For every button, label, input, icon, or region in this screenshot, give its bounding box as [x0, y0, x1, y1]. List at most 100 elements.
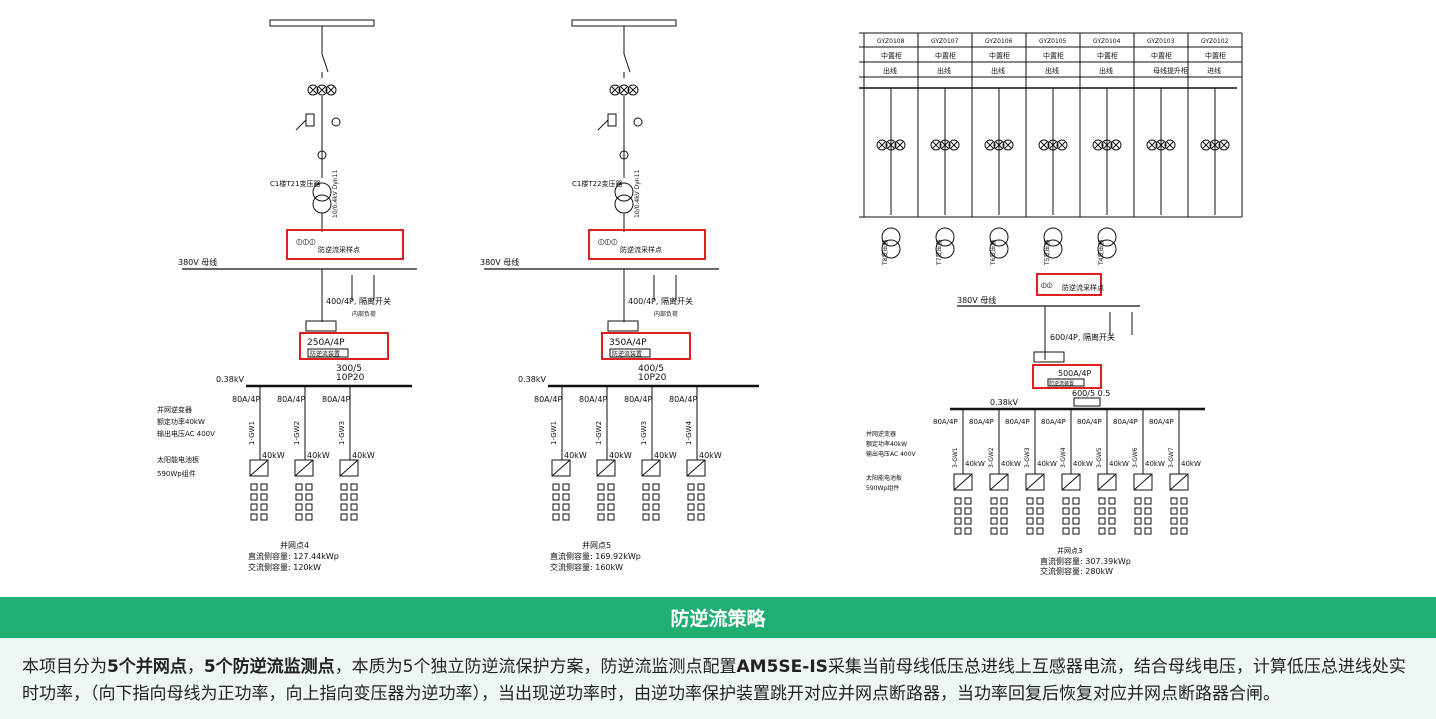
pv-module	[1036, 507, 1044, 515]
strategy-description: 本项目分为5个并网点，5个防逆流监测点，本质为5个独立防逆流保护方案，防逆流监测…	[0, 638, 1436, 719]
switch-label: 600/4P, 隔离开关	[1050, 332, 1115, 342]
cabinet-use: 出线	[1099, 66, 1113, 75]
ct-cross	[1049, 141, 1057, 149]
inverter-kw: 40kW	[352, 451, 375, 460]
pv-module	[250, 513, 258, 521]
pv-module	[1036, 517, 1044, 525]
feeder-breaker-label: 80A/4P	[1077, 418, 1102, 426]
wire	[295, 119, 307, 131]
ct-ratio: 600/5 0.5	[1072, 389, 1110, 398]
wire	[597, 119, 609, 131]
grid-point-name: 并网点5	[582, 540, 611, 550]
feeder-breaker-label: 80A/4P	[1149, 418, 1174, 426]
pv-module	[350, 503, 358, 511]
desc-text: 本项目分为	[22, 657, 107, 677]
pv-module	[954, 517, 962, 525]
strategy-banner: 防逆流策略	[0, 597, 1436, 638]
feeder-id: 1-GW4	[685, 420, 693, 445]
switch-blade	[321, 53, 329, 73]
ct-cross	[1094, 141, 1102, 149]
pv-module	[1180, 497, 1188, 505]
ct-symbol	[1101, 139, 1113, 151]
sample-point-box	[588, 229, 706, 260]
arrester	[305, 113, 315, 127]
ct-cross	[1211, 141, 1219, 149]
pv-module	[607, 493, 615, 501]
inverter-diag	[1169, 473, 1189, 491]
feeder-id: 1-GW2	[293, 421, 301, 445]
inverter-kw: 40kW	[1145, 460, 1165, 468]
ct-cross	[932, 141, 940, 149]
pv-module	[1026, 507, 1034, 515]
inverter-kw: 40kW	[262, 451, 285, 460]
transformer-winding	[1043, 227, 1063, 247]
pv-module	[954, 507, 962, 515]
inverter-diag	[1133, 473, 1153, 491]
pv-module	[1098, 497, 1106, 505]
cabinet-type: 中置柜	[1205, 51, 1226, 60]
pv-module	[562, 513, 570, 521]
ct-cross	[318, 86, 326, 94]
transformer-winding	[989, 239, 1009, 259]
ct-cross	[309, 86, 317, 94]
inverter-symbol	[1061, 473, 1081, 491]
pv-module	[597, 483, 605, 491]
pv-module	[607, 503, 615, 511]
pv-module	[1026, 497, 1034, 505]
inverter-diag	[596, 459, 616, 477]
protect-device-label: 防逆流装置	[1049, 380, 1074, 387]
pv-module	[250, 493, 258, 501]
pv-module	[1108, 517, 1116, 525]
transformer-winding	[1043, 239, 1063, 259]
cabinet-use: 出线	[937, 66, 951, 75]
ct-cross	[327, 86, 335, 94]
cabinet-id: GYZ0104	[1093, 38, 1121, 45]
transformer-winding	[614, 194, 634, 214]
legend-text: 太阳能电池板	[157, 455, 199, 464]
ct-class: 10P20	[336, 373, 365, 383]
pv-module	[1072, 527, 1080, 535]
cabinet-use: 进线	[1207, 66, 1221, 75]
ct-symbol	[317, 150, 327, 160]
pv-module	[697, 513, 705, 521]
pv-module	[260, 513, 268, 521]
pv-module	[1170, 497, 1178, 505]
pv-module	[964, 507, 972, 515]
ct-cross	[878, 141, 886, 149]
pv-module	[295, 483, 303, 491]
ct-symbol	[885, 139, 897, 151]
pv-module	[1134, 527, 1142, 535]
pv-module	[964, 527, 972, 535]
ct-ratio: 300/5	[336, 364, 362, 374]
pv-module	[642, 503, 650, 511]
pv-module	[1134, 507, 1142, 515]
meter-box	[305, 320, 337, 332]
ct-symbol	[307, 84, 319, 96]
legend-text: 额定功率40kW	[157, 417, 205, 426]
pv-module	[687, 493, 695, 501]
ct-cross	[1220, 141, 1228, 149]
ct-symbol	[948, 139, 960, 151]
pv-module	[642, 483, 650, 491]
pv-module	[697, 483, 705, 491]
cabinet-use: 出线	[991, 66, 1005, 75]
pv-module	[1170, 517, 1178, 525]
inverter-diag	[249, 459, 269, 477]
pv-module	[552, 503, 560, 511]
inverter-diag	[641, 459, 661, 477]
pv-module	[652, 513, 660, 521]
inverter-diag	[339, 459, 359, 477]
spare-label: 内部负荷	[352, 310, 376, 318]
inverter-kw: 40kW	[307, 451, 330, 460]
ct-cross	[629, 86, 637, 94]
ct-cross	[620, 86, 628, 94]
pv-module	[1098, 507, 1106, 515]
meter-box	[1033, 351, 1065, 363]
cabinet-id: GYZ0103	[1147, 38, 1175, 45]
cabinet-use: 出线	[883, 66, 897, 75]
pv-module	[340, 513, 348, 521]
sample-point-box	[1036, 273, 1102, 296]
sample-point-label: 防逆流采样点	[1062, 283, 1104, 292]
transformer-label: T7变压器	[935, 240, 943, 266]
